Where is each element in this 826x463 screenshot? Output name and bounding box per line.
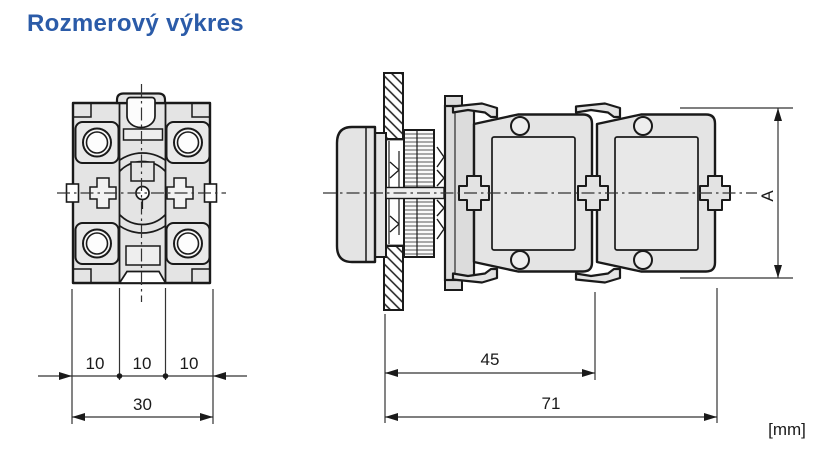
button-head [335,125,387,264]
front-view-dimensions: 10 10 10 30 [38,288,247,424]
button-head-flange [374,132,387,258]
dim-label-A: A [758,190,777,202]
dim-label-45: 45 [481,350,500,369]
front-terminals [74,121,211,265]
dim-label-10-right: 10 [180,354,199,373]
dim-label-30: 30 [133,395,152,414]
side-view-dimensions: A 45 71 [384,107,793,423]
panel-hatch-top [383,72,404,140]
front-view-drawing [57,84,226,302]
dim-label-10-mid: 10 [133,354,152,373]
page-title: Rozmerový výkres [27,10,244,37]
front-left-plus-cutout [89,177,117,209]
units-label: [mm] [768,420,806,439]
front-lower-slot [125,245,161,266]
front-bottom-notch [117,270,167,284]
dim-label-71: 71 [542,394,561,413]
front-upper-slot [122,128,164,141]
front-corner-steps [73,103,210,283]
side-view-drawing [323,72,757,311]
dim-label-10-left: 10 [86,354,105,373]
front-key-slot [130,161,155,182]
